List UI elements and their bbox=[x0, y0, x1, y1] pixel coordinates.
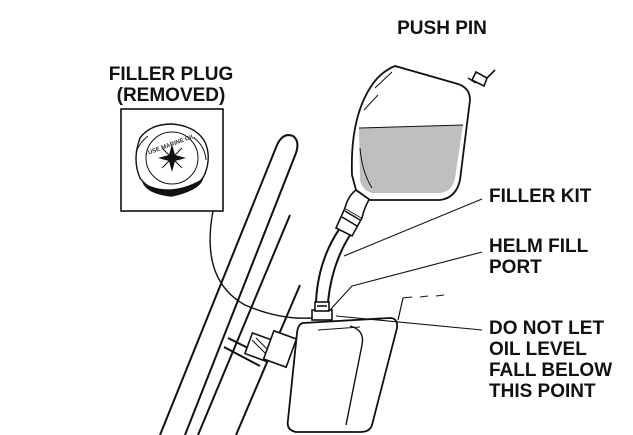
helm-fill-port-leader bbox=[329, 285, 353, 311]
push-pin-label: PUSH PIN bbox=[397, 18, 487, 39]
helm-fill-port-label-line1: HELM FILL bbox=[489, 236, 589, 257]
oil-level-fill bbox=[359, 125, 463, 193]
oil-bottle bbox=[350, 65, 471, 201]
filler-plug-removed-label: (REMOVED) bbox=[117, 85, 226, 106]
filler-plug-cap bbox=[135, 123, 209, 197]
warning-label-line1: DO NOT LET bbox=[489, 318, 604, 339]
warning-label-line2: OIL LEVEL bbox=[489, 339, 587, 360]
filler-plug-label: FILLER PLUG bbox=[109, 64, 234, 85]
helm-fitting-nut bbox=[243, 329, 298, 369]
filler-plug-callout: USE MARINE OIL bbox=[120, 108, 224, 212]
callout-leaders bbox=[329, 198, 483, 331]
push-pin bbox=[467, 69, 496, 88]
helm-fill-port bbox=[311, 301, 333, 321]
filler-kit-leader bbox=[343, 198, 483, 257]
warning-label-line4: THIS POINT bbox=[489, 381, 596, 402]
warning-label-line3: FALL BELOW bbox=[489, 360, 612, 381]
filler-kit-label: FILLER KIT bbox=[489, 186, 592, 207]
helm-reservoir bbox=[286, 294, 445, 433]
oil-level-leader bbox=[335, 315, 483, 331]
diagram-labels: FILLER PLUG (REMOVED) PUSH PIN FILLER KI… bbox=[109, 18, 612, 402]
filler-plug-leader bbox=[209, 210, 313, 319]
helm-fill-port-label-line2: PORT bbox=[489, 257, 542, 278]
filler-tube bbox=[315, 227, 353, 303]
